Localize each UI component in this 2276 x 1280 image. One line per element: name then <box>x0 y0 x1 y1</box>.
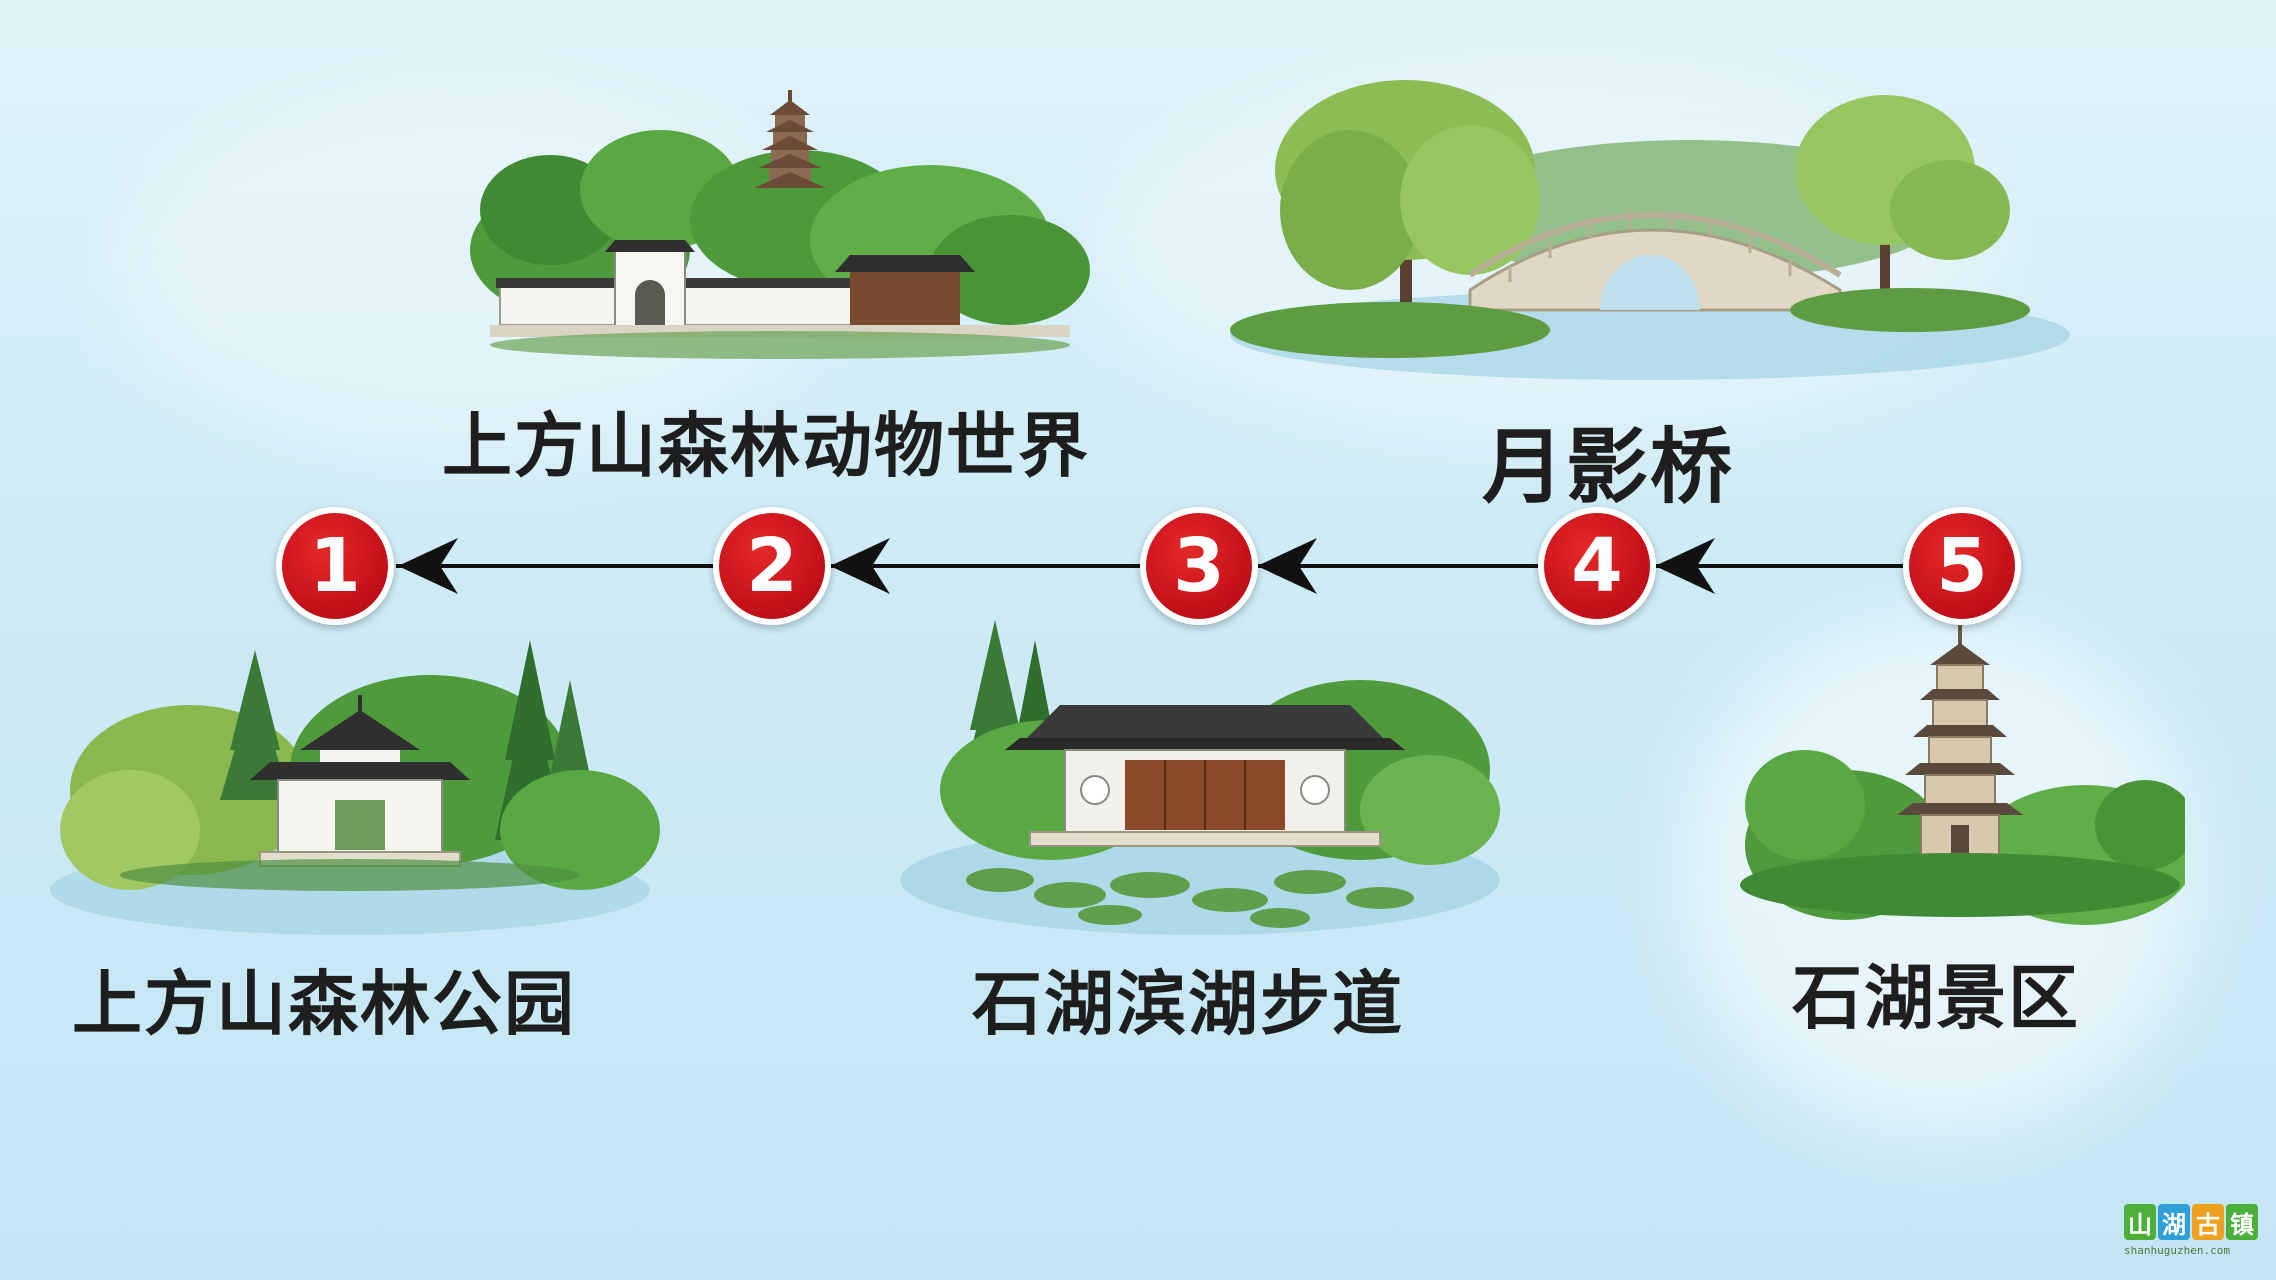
route-arrowhead <box>1655 538 1715 594</box>
logo-char: 湖 <box>2158 1204 2190 1240</box>
stop-label-animal-world: 上方山森林动物世界 <box>442 405 1090 487</box>
logo-char: 古 <box>2192 1204 2224 1240</box>
stop-label-lakeside-trail: 石湖滨湖步道 <box>972 963 1404 1045</box>
lakeside-trail-illustration <box>900 620 1500 935</box>
stop-badge-4: 4 <box>1538 507 1656 625</box>
logo-url: shanhuguzhen.com <box>2124 1244 2230 1257</box>
logo-char: 镇 <box>2226 1204 2258 1240</box>
route-arrowhead <box>1257 538 1317 594</box>
stop-label-forest-park: 上方山森林公园 <box>72 963 576 1045</box>
stone-lake-pagoda-illustration <box>1740 625 2185 925</box>
stop-badge-3: 3 <box>1140 507 1258 625</box>
stop-badge-5: 5 <box>1903 507 2021 625</box>
stop-label-moon-bridge: 月影桥 <box>1482 420 1735 515</box>
route-arrowhead <box>398 538 458 594</box>
route-arrowhead <box>830 538 890 594</box>
stop-badge-2: 2 <box>713 507 831 625</box>
stop-badge-1: 1 <box>276 507 394 625</box>
site-logo: 山 湖 古 镇 shanhuguzhen.com <box>2124 1204 2262 1266</box>
stop-label-stone-lake: 石湖景区 <box>1792 957 2080 1039</box>
animal-world-illustration <box>470 90 1090 359</box>
moon-bridge-illustration <box>1230 80 2070 380</box>
logo-char: 山 <box>2124 1204 2156 1240</box>
forest-park-illustration <box>50 640 660 935</box>
